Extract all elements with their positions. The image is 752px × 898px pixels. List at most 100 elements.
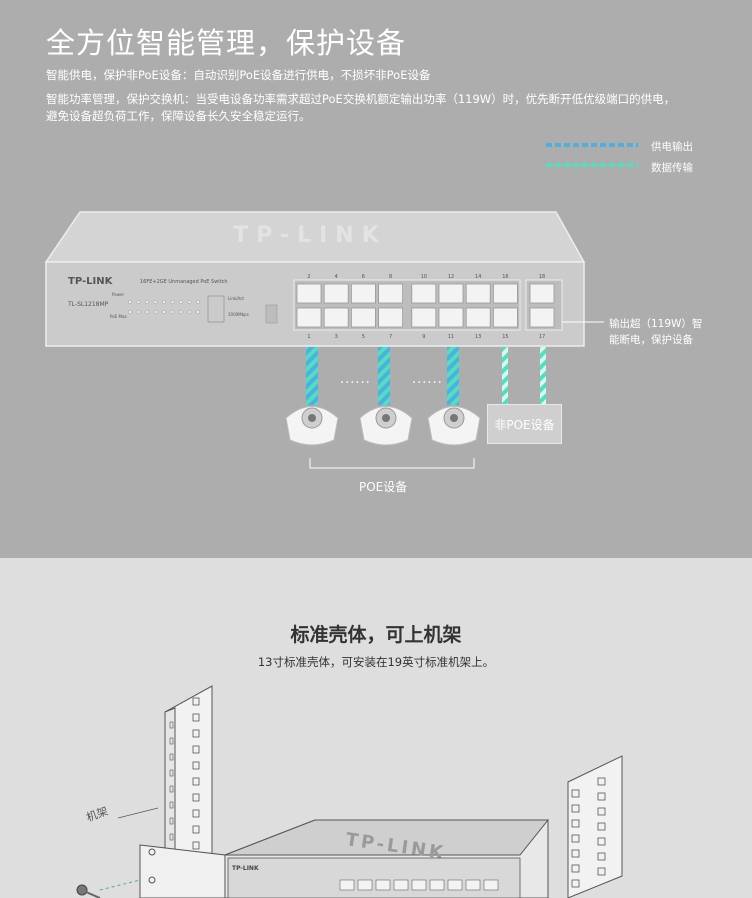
port-12 xyxy=(438,283,464,304)
rack-right xyxy=(567,755,623,898)
poe-bracket xyxy=(309,458,475,469)
poe-camera-2 xyxy=(359,406,413,446)
rack-hole xyxy=(597,807,606,816)
port-label-13: 13 xyxy=(475,334,481,340)
rack-section-title: 标准壳体，可上机架 xyxy=(290,624,462,646)
poe-camera-1 xyxy=(285,406,339,446)
rack-hole xyxy=(571,804,580,813)
port-18 xyxy=(529,283,555,304)
note-line-2: 能断电，保护设备 xyxy=(609,334,693,346)
port-8 xyxy=(378,283,404,304)
port-10 xyxy=(411,283,437,304)
rack-hole xyxy=(169,785,174,793)
feature-line-power: 智能功率管理，保护交换机：当受电设备功率需求超过PoE交换机额定输出功率（119… xyxy=(46,92,676,106)
led-icon xyxy=(145,300,149,304)
port-label-4: 4 xyxy=(335,274,338,280)
rack-switch-port xyxy=(411,879,427,891)
rack-hole xyxy=(169,737,174,745)
poe-cables xyxy=(306,347,459,405)
rack-hole xyxy=(169,753,174,761)
port-1 xyxy=(296,307,322,328)
port-7 xyxy=(378,307,404,328)
led-icon xyxy=(162,300,166,304)
rack-hole xyxy=(192,777,200,786)
led-icon xyxy=(128,300,132,304)
switch-desc: 16FE+2GE Unmanaged PoE Switch xyxy=(140,279,228,285)
mount-screw-icon xyxy=(76,884,101,898)
switch-model: TL-SL1218MP xyxy=(67,301,109,308)
led-icon xyxy=(187,300,192,304)
rack-hole xyxy=(597,867,606,876)
port-label-7: 7 xyxy=(389,334,392,340)
port-label-8: 8 xyxy=(389,274,392,280)
led-icon xyxy=(196,310,200,314)
rack-switch: TP-LINK TP-LINK xyxy=(224,819,550,898)
section-title: 全方位智能管理，保护设备 xyxy=(46,26,407,60)
rack-hole xyxy=(192,841,200,850)
rack-switch-port xyxy=(465,879,481,891)
led-icon xyxy=(179,310,183,314)
rack-section-desc: 13寸标准壳体，可安装在19英寸标准机架上。 xyxy=(257,655,495,669)
switch-speed: 1000Mbps xyxy=(228,312,249,317)
led-icon xyxy=(196,300,200,304)
rack-switch-port xyxy=(429,879,445,891)
port-label-12: 12 xyxy=(448,274,454,280)
port-4 xyxy=(323,283,349,304)
led-icon xyxy=(153,310,158,314)
rack-hole xyxy=(597,852,606,861)
rack-hole xyxy=(571,864,580,873)
port-label-1: 1 xyxy=(307,334,310,340)
rack-hole xyxy=(597,822,606,831)
led-icon xyxy=(162,310,166,314)
port-label-2: 2 xyxy=(307,274,310,280)
rack-switch-port xyxy=(339,879,355,891)
rack-hole xyxy=(571,789,580,798)
led-power-label: Power xyxy=(112,292,124,297)
port-9 xyxy=(411,307,437,328)
led-icon xyxy=(136,300,141,304)
poe-devices-label: POE设备 xyxy=(359,480,408,494)
port-14 xyxy=(465,283,491,304)
rack-switch-port xyxy=(375,879,391,891)
led-icon xyxy=(187,310,192,314)
rack-switch-port xyxy=(357,879,373,891)
port-label-6: 6 xyxy=(362,274,365,280)
led-icon xyxy=(153,300,158,304)
port-5 xyxy=(350,307,376,328)
rack-leader xyxy=(117,807,159,819)
rack-hole xyxy=(169,817,174,825)
led-poe-label: PoE Max xyxy=(110,314,127,319)
more-devices-dots-2: ...... xyxy=(412,372,443,387)
rack-switch-port xyxy=(393,879,409,891)
rack-switch-brand: TP-LINK xyxy=(232,865,259,872)
rack-switch-port xyxy=(483,879,499,891)
port-15 xyxy=(492,307,518,328)
led-icon xyxy=(179,300,183,304)
rack-hole xyxy=(169,801,174,809)
rack-hole xyxy=(192,793,200,802)
rack-hole xyxy=(597,837,606,846)
rack-hole xyxy=(169,769,174,777)
port-label-11: 11 xyxy=(448,334,454,340)
data-cables xyxy=(502,347,546,404)
led-icon xyxy=(170,300,175,304)
port-label-9: 9 xyxy=(422,334,425,340)
note-line-1: 输出超（119W）智 xyxy=(609,318,703,330)
port-label-17: 17 xyxy=(539,334,545,340)
poe-camera-3 xyxy=(427,406,481,446)
legend-power-label: 供电输出 xyxy=(651,141,693,153)
rack-hole xyxy=(571,819,580,828)
port-label-14: 14 xyxy=(475,274,481,280)
rack-hole xyxy=(571,879,580,888)
rack-hole xyxy=(192,825,200,834)
led-icon xyxy=(145,310,149,314)
led-icon xyxy=(136,310,141,314)
rack-hole xyxy=(169,721,174,729)
poe-switch: TP-LINK TP-LINK TL-SL1218MP 16FE+2GE Unm… xyxy=(44,211,586,347)
port-label-18: 18 xyxy=(539,274,545,280)
led-icon xyxy=(128,310,132,314)
port-6 xyxy=(350,283,376,304)
rack-hole xyxy=(571,849,580,858)
non-poe-device: 非POE设备 xyxy=(487,404,562,444)
